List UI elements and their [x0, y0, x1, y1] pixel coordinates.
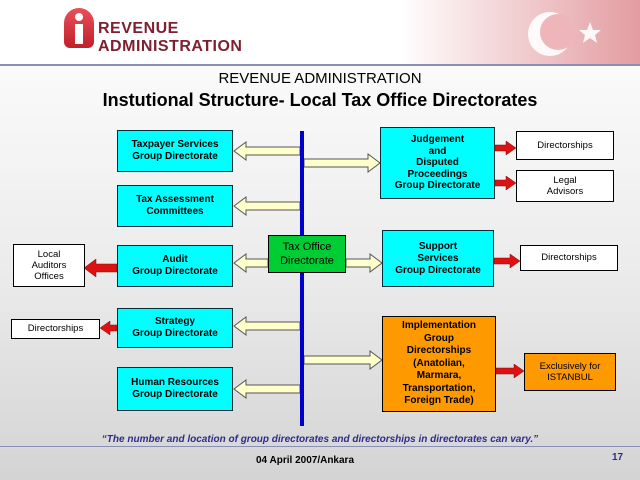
page-number: 17: [612, 452, 624, 463]
arrow-to-judgement: [303, 153, 381, 173]
taxpayer-services-node: Taxpayer Services Group Directorate: [117, 130, 233, 172]
blue-spine-connector: [300, 131, 304, 426]
red-arrow-to-judgement-directorships: [494, 140, 517, 156]
tax-office-directorate-node: Tax Office Directorate: [268, 235, 346, 273]
strategy-node: Strategy Group Directorate: [117, 308, 233, 348]
arrow-to-implementation: [303, 350, 383, 370]
red-arrow-to-strategy-directorships: [99, 320, 118, 336]
header-divider: [0, 64, 640, 66]
slide-title: REVENUE ADMINISTRATION: [218, 70, 422, 87]
implementation-node: Implementation Group Directorships (Anat…: [382, 316, 496, 412]
human-resources-node: Human Resources Group Directorate: [117, 367, 233, 411]
judgement-node: Judgement and Disputed Proceedings Group…: [380, 127, 495, 199]
arrow-to-support: [345, 253, 383, 273]
strategy-directorships-node: Directorships: [11, 319, 100, 339]
slide-subtitle: Instutional Structure- Local Tax Office …: [102, 90, 538, 110]
legal-advisors-node: Legal Advisors: [516, 170, 614, 202]
red-arrow-to-support-directorships: [493, 253, 521, 269]
arrow-to-taxpayer-services: [233, 141, 301, 161]
arrow-to-strategy: [233, 316, 301, 336]
arrow-to-audit: [233, 253, 269, 273]
footnote: “The number and location of group direct…: [101, 434, 539, 445]
red-arrow-to-legal-advisors: [494, 175, 517, 191]
revenue-administration-logo-icon: [64, 8, 94, 48]
audit-node: Audit Group Directorate: [117, 245, 233, 287]
footer-divider: [0, 446, 640, 447]
support-directorships-node: Directorships: [520, 245, 618, 271]
red-arrow-to-local-auditors: [83, 258, 118, 278]
red-arrow-to-istanbul: [495, 363, 525, 379]
istanbul-node: Exclusively for ISTANBUL: [524, 353, 616, 391]
logo-text-line2: ADMINISTRATION: [98, 38, 243, 55]
judgement-directorships-node: Directorships: [516, 131, 614, 160]
tax-assessment-node: Tax Assessment Committees: [117, 185, 233, 227]
support-services-node: Support Services Group Directorate: [382, 230, 494, 287]
arrow-to-human-resources: [233, 379, 301, 399]
header-bar: REVENUE ADMINISTRATION: [0, 0, 640, 64]
arrow-to-tax-assessment: [233, 196, 301, 216]
logo-text-line1: REVENUE: [98, 20, 179, 37]
footer-date: 04 April 2007/Ankara: [255, 455, 355, 466]
turkish-flag-banner: [400, 0, 640, 64]
local-auditors-node: Local Auditors Offices: [13, 244, 85, 287]
crescent-star-icon: [528, 12, 601, 56]
